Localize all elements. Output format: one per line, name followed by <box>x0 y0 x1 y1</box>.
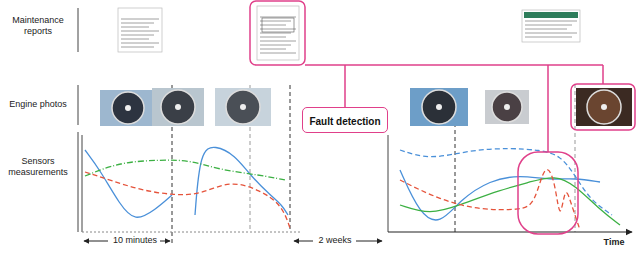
row-label: Engine photos <box>2 99 74 110</box>
report-page <box>257 6 299 60</box>
sensor-curve <box>85 172 290 228</box>
duration-arrow <box>84 241 108 242</box>
engine-spinner <box>125 105 131 111</box>
duration-arrow <box>160 241 170 242</box>
row-label: Maintenance reports <box>2 15 74 37</box>
row-bracket <box>78 132 79 232</box>
report-text-line <box>260 37 286 38</box>
plot-axis <box>82 135 83 232</box>
report-text-line <box>121 19 159 20</box>
report-text-line <box>260 17 296 18</box>
highlight-box <box>250 1 305 65</box>
report-text-line <box>525 29 567 30</box>
sensor-curve <box>400 149 612 215</box>
report-text-line <box>260 33 291 34</box>
engine-photo <box>100 90 156 126</box>
engine-intake <box>161 90 195 124</box>
engine-intake <box>492 92 522 122</box>
sensor-curve <box>400 170 580 230</box>
report-text-line <box>121 31 159 32</box>
engine-photo <box>576 88 632 126</box>
row-bracket <box>78 8 79 52</box>
form-box <box>262 18 294 32</box>
row-bracket <box>78 85 79 125</box>
engine-spinner <box>436 104 442 110</box>
report-text-line <box>260 21 291 22</box>
engine-spinner <box>601 104 607 110</box>
report-text-line <box>260 41 296 42</box>
engine-intake <box>587 90 621 124</box>
axis-label: Time <box>596 237 632 248</box>
engine-spinner <box>175 104 181 110</box>
plot-axis <box>388 135 389 232</box>
report-text-line <box>525 37 572 38</box>
time-marker <box>290 85 291 232</box>
engine-intake <box>422 90 456 124</box>
engine-intake <box>226 90 260 124</box>
engine-photo <box>485 90 529 124</box>
duration-arrow <box>356 241 382 242</box>
engine-intake <box>112 92 144 124</box>
time-marker <box>575 84 576 232</box>
report-page <box>522 10 580 42</box>
report-text-line <box>260 49 286 50</box>
engine-photo <box>215 88 271 126</box>
report-text-line <box>260 29 296 30</box>
engine-photo <box>152 88 204 126</box>
duration-arrow <box>294 241 313 242</box>
report-text-line <box>260 45 291 46</box>
sensor-curve <box>400 178 620 225</box>
report-text-line <box>525 25 572 26</box>
report-text-line <box>121 47 154 48</box>
sensor-curve <box>85 160 285 180</box>
process-box: Fault detection <box>302 107 387 133</box>
engine-photo <box>410 88 468 126</box>
engine-spinner <box>504 104 510 110</box>
highlight-box <box>571 84 635 130</box>
engine-spinner <box>240 104 246 110</box>
report-text-line <box>121 39 149 40</box>
report-text-line <box>525 33 577 34</box>
report-text-line <box>121 23 154 24</box>
duration-label: 2 weeks <box>300 235 370 246</box>
report-text-line <box>121 27 149 28</box>
row-label: Sensors measurements <box>2 156 74 178</box>
report-text-line <box>121 35 154 36</box>
node-text: Fault detection <box>309 116 380 127</box>
time-axis-dotted <box>82 232 300 233</box>
report-header <box>524 12 578 18</box>
report-text-line <box>260 53 296 54</box>
report-page <box>118 8 162 52</box>
highlight-ellipse <box>518 152 578 234</box>
report-text-line <box>260 25 286 26</box>
sensor-curve <box>195 147 288 215</box>
report-text-line <box>121 43 159 44</box>
duration-label: 10 minutes <box>104 235 166 246</box>
time-axis <box>388 231 632 232</box>
report-text-line <box>525 21 577 22</box>
sensor-curve <box>85 150 172 217</box>
